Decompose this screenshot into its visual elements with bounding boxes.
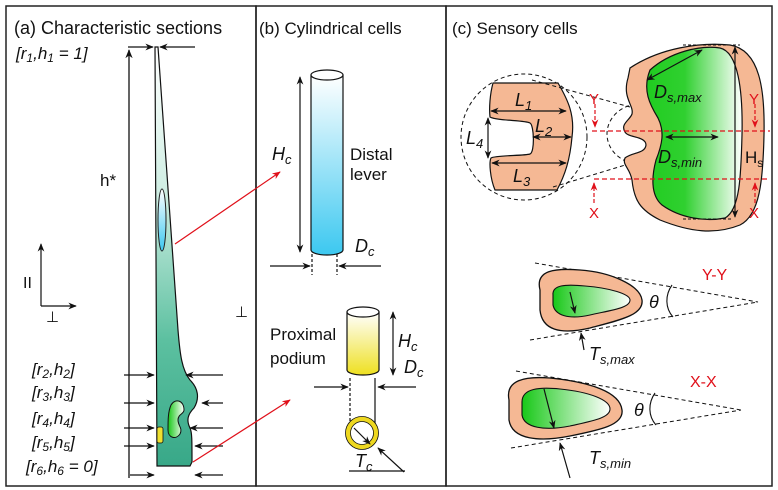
sensory-cell-a <box>167 400 185 438</box>
Dmax-label: Ds,max <box>654 82 702 105</box>
section-label-6: [r6,h6 = 0] <box>25 457 99 478</box>
perp-symbol-side: ⊥ <box>235 304 248 321</box>
section-Y-markers <box>591 104 759 128</box>
distal-lever-label-2: lever <box>350 165 387 184</box>
section-label-4: [r4,h4] <box>31 409 76 430</box>
xx-section-inner <box>521 387 611 429</box>
magnifier-circle <box>460 73 588 201</box>
svg-text:[r5,h5]: [r5,h5] <box>31 433 76 454</box>
proximal-podium-label-1: Proximal <box>270 325 336 344</box>
section-label-5: [r5,h5] <box>31 433 76 454</box>
proximal-wall-ring-inner <box>350 421 374 445</box>
section-label-1: [r1,h1 = 1] <box>15 44 89 65</box>
Tmin-label: Ts,min <box>589 448 631 471</box>
proximal-podium-label-2: podium <box>270 349 326 368</box>
svg-text:[r6,h6 = 0]: [r6,h6 = 0] <box>25 457 99 478</box>
L2-label: L2 <box>535 116 553 139</box>
section-label-2: [r2,h2] <box>31 360 76 381</box>
proximal-height-label: Hc <box>398 331 418 354</box>
yy-section-label: Y-Y <box>702 267 728 284</box>
xx-section-label: X-X <box>690 374 717 391</box>
svg-text:[r1,h1 = 1]: [r1,h1 = 1] <box>15 44 89 65</box>
thickness-arrow-out <box>377 447 405 473</box>
L4-label: L4 <box>466 128 483 151</box>
xx-angle-arc <box>649 392 657 426</box>
orientation-axes-icon <box>37 243 77 310</box>
panel-a-title: (a) Characteristic sections <box>14 18 222 38</box>
pointer-proximal <box>192 399 291 463</box>
distal-cylinder <box>310 69 344 256</box>
proximal-diameter-arrows <box>314 378 416 430</box>
proximal-cylinder <box>346 306 380 376</box>
distal-diameter-label: Dc <box>355 236 375 259</box>
magnifier-connector-top <box>531 79 631 108</box>
panel-c-border <box>445 5 773 487</box>
yy-theta: θ <box>649 292 659 312</box>
Dmax-arrow <box>646 49 703 81</box>
proximal-diameter-label: Dc <box>404 357 424 380</box>
thickness-arrow-in <box>353 427 371 445</box>
Y-label-right: Y <box>749 91 759 108</box>
tapered-structure <box>154 46 199 467</box>
Tmax-arrow <box>579 332 586 351</box>
thickness-label: Tc <box>355 451 373 474</box>
proximal-podium-cell-a <box>156 426 164 444</box>
distal-lever-cell <box>157 188 167 252</box>
svg-text:[r2,h2]: [r2,h2] <box>31 360 76 381</box>
L1-label: L1 <box>515 90 532 113</box>
proximal-wall-ring <box>345 416 379 450</box>
Dmin-label: Ds,min <box>658 147 702 170</box>
L3-label: L3 <box>513 166 531 189</box>
height-label: h* <box>100 171 116 190</box>
xx-theta: θ <box>634 400 644 420</box>
xx-tangent-bottom <box>510 409 742 449</box>
magnifier-connector-bottom <box>552 161 636 188</box>
panel-b-border <box>255 5 447 487</box>
xx-tangent-top <box>515 370 742 411</box>
svg-text:[r4,h4]: [r4,h4] <box>31 409 76 430</box>
Tmin-arrow <box>558 442 571 479</box>
X-label-right: X <box>749 205 759 222</box>
section-label-3: [r3,h3] <box>31 383 76 404</box>
yy-tangent-bottom <box>529 301 759 341</box>
proximal-wall-ring-outline <box>345 416 379 450</box>
panel-b-title: (b) Cylindrical cells <box>259 19 402 38</box>
X-label-left: X <box>589 205 599 222</box>
parallel-symbol: II <box>23 275 32 292</box>
Y-label-left: Y <box>589 91 599 108</box>
panel-a-border <box>5 5 257 487</box>
perp-symbol-axis: ⊥ <box>46 309 59 326</box>
distal-lever-label-1: Distal <box>350 145 393 164</box>
yy-angle-arc <box>666 284 674 318</box>
xx-wall-arrow <box>543 388 556 429</box>
Hs-dimension <box>683 44 740 220</box>
Hs-label: Hs <box>745 148 763 170</box>
distal-height-label: Hc <box>272 144 292 167</box>
pointer-distal <box>174 171 281 245</box>
svg-text:[r3,h3]: [r3,h3] <box>31 383 76 404</box>
distal-diameter-arrows <box>270 254 381 275</box>
section-X-markers <box>590 182 759 203</box>
Tmax-label: Ts,max <box>589 344 635 367</box>
yy-wall-arrow <box>569 291 577 314</box>
panel-c-title: (c) Sensory cells <box>452 19 578 38</box>
